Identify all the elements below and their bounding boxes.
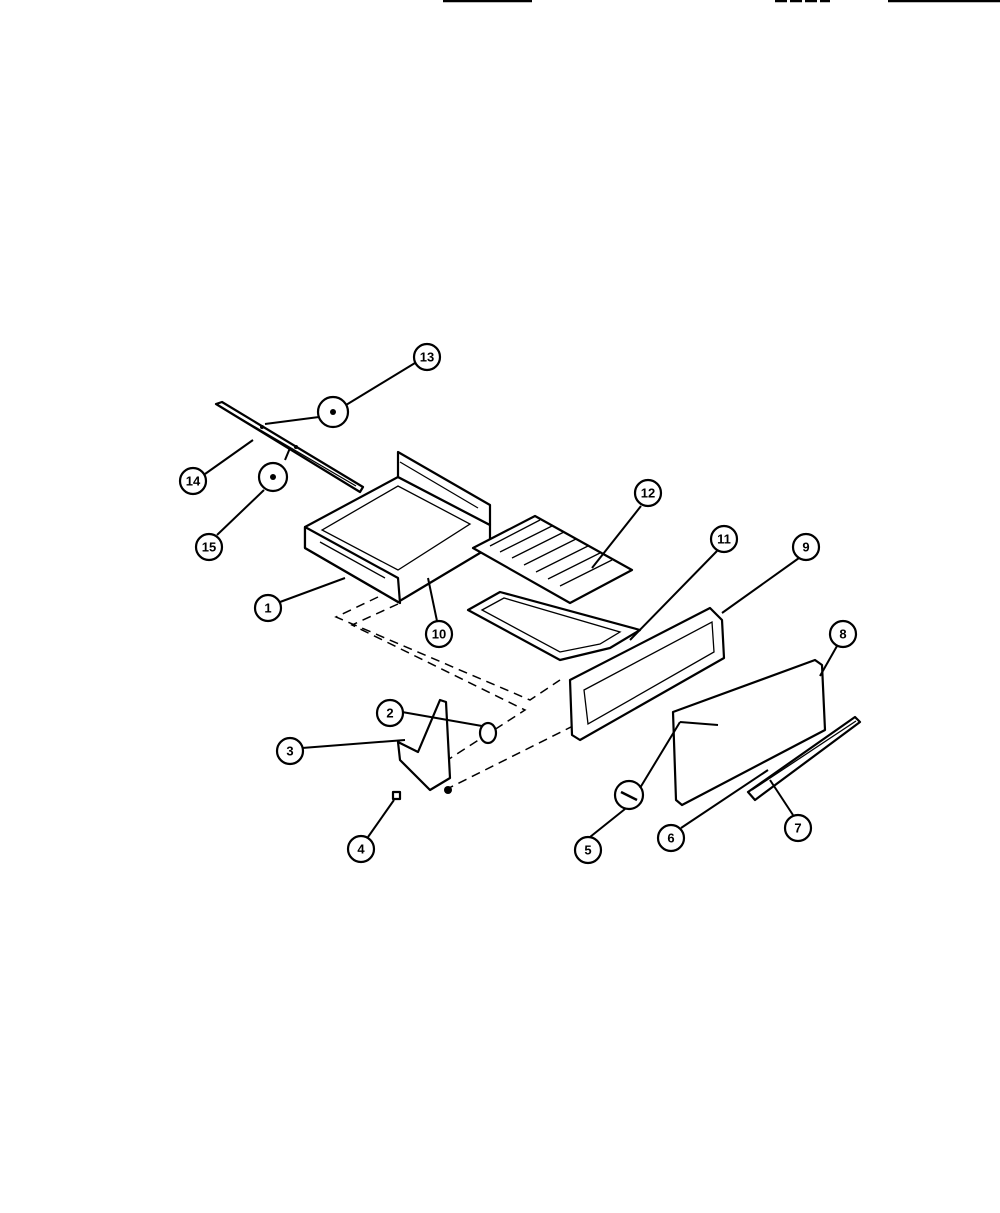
svg-text:11: 11 (717, 532, 731, 547)
callout-12: 12 (633, 478, 663, 508)
broiler-grid (471, 514, 634, 605)
assembly-dashed-lines (334, 596, 576, 791)
svg-text:10: 10 (432, 627, 446, 642)
clip-part-13 (316, 395, 350, 429)
drawer-slide-rail (214, 400, 365, 494)
fastener-part-4 (391, 790, 402, 801)
callout-15: 15 (194, 532, 224, 562)
trim-strip (746, 715, 862, 802)
svg-text:1: 1 (264, 601, 271, 616)
svg-text:7: 7 (794, 821, 801, 836)
callout-8: 8 (828, 619, 858, 649)
leader-lines (204, 362, 838, 838)
callout-4: 4 (346, 834, 376, 864)
svg-text:14: 14 (186, 474, 201, 489)
spring-part-2 (478, 721, 498, 745)
svg-text:3: 3 (286, 744, 293, 759)
callout-10: 10 (424, 619, 454, 649)
svg-text:9: 9 (802, 540, 809, 555)
broiler-pan (466, 590, 642, 662)
drawer-front-frame (568, 606, 726, 742)
callout-3: 3 (275, 736, 305, 766)
svg-text:13: 13 (420, 350, 434, 365)
svg-text:8: 8 (839, 627, 846, 642)
drawer-front-panel (671, 658, 827, 807)
svg-text:6: 6 (667, 831, 674, 846)
callout-2: 2 (375, 698, 405, 728)
callout-13: 13 (412, 342, 442, 372)
callout-6: 6 (656, 823, 686, 853)
bracket-part-3 (396, 698, 452, 794)
callout-14: 14 (178, 466, 208, 496)
svg-text:12: 12 (641, 486, 655, 501)
callout-7: 7 (783, 813, 813, 843)
callout-5: 5 (573, 835, 603, 865)
drawer-pan (303, 450, 492, 605)
screw-part-5 (613, 779, 645, 811)
callout-9: 9 (791, 532, 821, 562)
callout-1: 1 (253, 593, 283, 623)
clip-part-15 (257, 461, 289, 493)
callout-11: 11 (709, 524, 739, 554)
svg-text:5: 5 (584, 843, 591, 858)
svg-text:4: 4 (357, 842, 365, 857)
svg-text:2: 2 (386, 706, 393, 721)
svg-text:15: 15 (202, 540, 216, 555)
